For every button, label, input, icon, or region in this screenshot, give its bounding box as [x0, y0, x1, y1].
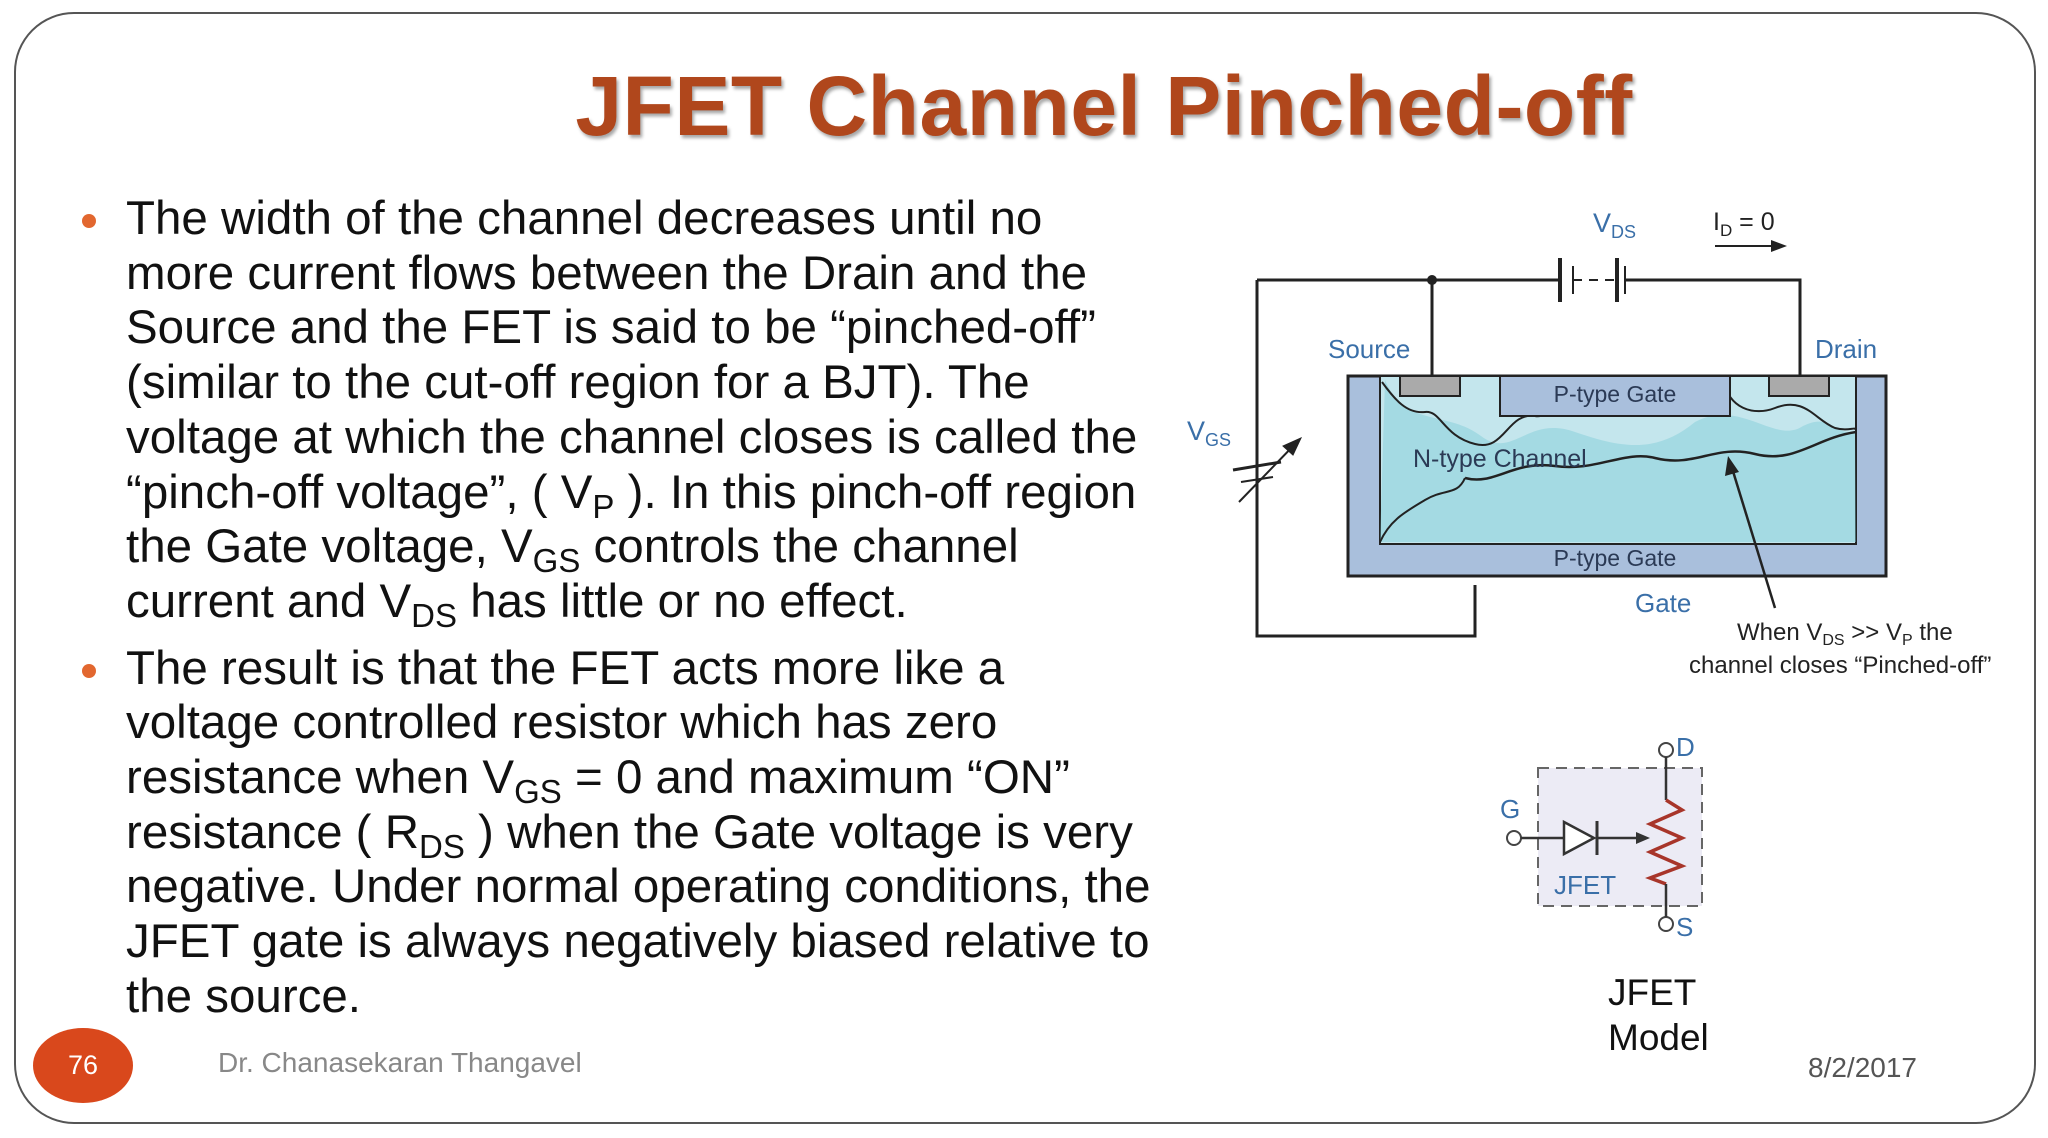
drain-contact [1768, 375, 1830, 397]
n-type-channel-label: N-type Channel [1413, 445, 1587, 473]
vds-battery-icon [1558, 258, 1626, 302]
slide-title: JFET Channel Pinched-off [575, 59, 1633, 153]
vgs-variable-battery-icon [1232, 436, 1303, 503]
gate-terminal-icon [1506, 830, 1522, 846]
pinch-pointer-arrow [1725, 456, 1777, 609]
p-type-gate-top [1499, 375, 1731, 417]
diode-icon [1562, 819, 1597, 857]
page-number-badge: 76 [33, 1028, 133, 1103]
bullet-list: The width of the channel decreases until… [82, 192, 1162, 1037]
bullet-dot-icon [82, 663, 96, 678]
bullet-text: The result is that the FET acts more lik… [126, 641, 1151, 1023]
drain-terminal-icon [1658, 742, 1674, 758]
gate-arrow-icon [1636, 832, 1650, 844]
vgs-label: VGS [1187, 416, 1231, 450]
source-contact [1399, 375, 1461, 397]
source-label: Source [1328, 334, 1410, 364]
pinch-boundary [1464, 430, 1857, 481]
vds-label: VDS [1593, 208, 1636, 242]
source-terminal-icon [1658, 916, 1674, 932]
pinch-note-line2: channel closes “Pinched-off” [1689, 652, 1991, 679]
model-d-label: D [1676, 732, 1695, 762]
model-s-label: S [1676, 912, 1693, 942]
model-caption: JFET Model [1608, 972, 1709, 1058]
gate-label: Gate [1635, 588, 1691, 618]
p-type-gate-bottom-label: P-type Gate [1554, 545, 1677, 571]
depletion-boundary-left [1379, 477, 1466, 543]
junction-dot [1427, 275, 1437, 285]
footer-date: 8/2/2017 [1808, 1052, 1917, 1083]
circuit-wires [1255, 278, 1802, 638]
current-arrow-icon [1715, 240, 1787, 252]
depletion-gradient [1380, 380, 1856, 542]
pinch-note-line1: When VDS >> VP the [1737, 619, 1953, 649]
footer-author: Dr. Chanasekaran Thangavel [218, 1047, 582, 1078]
p-type-gate-top-label: P-type Gate [1554, 381, 1677, 407]
jfet-model-symbol: D G S JFET [1500, 732, 1703, 942]
model-jfet-label: JFET [1554, 870, 1616, 900]
drain-label: Drain [1815, 334, 1877, 364]
resistor-icon [1645, 798, 1687, 886]
id-label: ID = 0 [1713, 208, 1775, 240]
bullet-item: The result is that the FET acts more lik… [82, 642, 1162, 1025]
bullet-item: The width of the channel decreases until… [82, 192, 1162, 634]
bullet-text: The width of the channel decreases until… [126, 192, 1138, 634]
jfet-pinch-off-diagram: VDS ID = 0 Source Drain VGS P-type Gate … [1187, 208, 1991, 679]
model-g-label: G [1500, 794, 1520, 824]
bullet-dot-icon [82, 214, 96, 228]
